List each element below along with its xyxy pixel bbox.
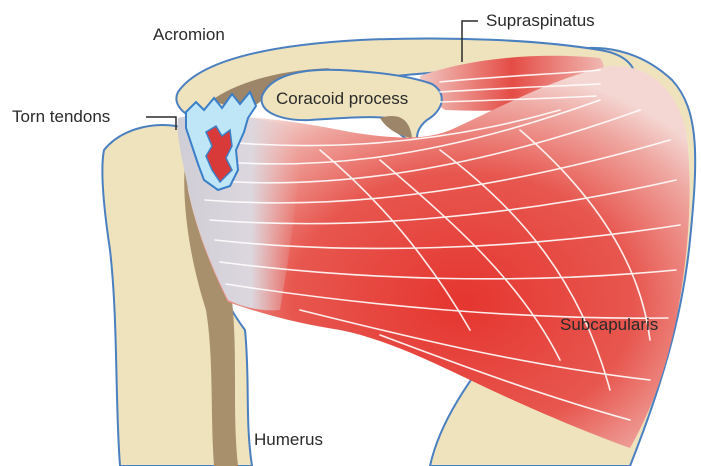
subcapularis-label: Subcapularis	[560, 316, 658, 333]
torn-tendons-label: Torn tendons	[12, 108, 110, 125]
acromion-label: Acromion	[153, 26, 225, 43]
humerus-label: Humerus	[254, 431, 323, 448]
supraspinatus-label: Supraspinatus	[486, 12, 595, 29]
coracoid-process-label: Coracoid process	[276, 90, 408, 107]
